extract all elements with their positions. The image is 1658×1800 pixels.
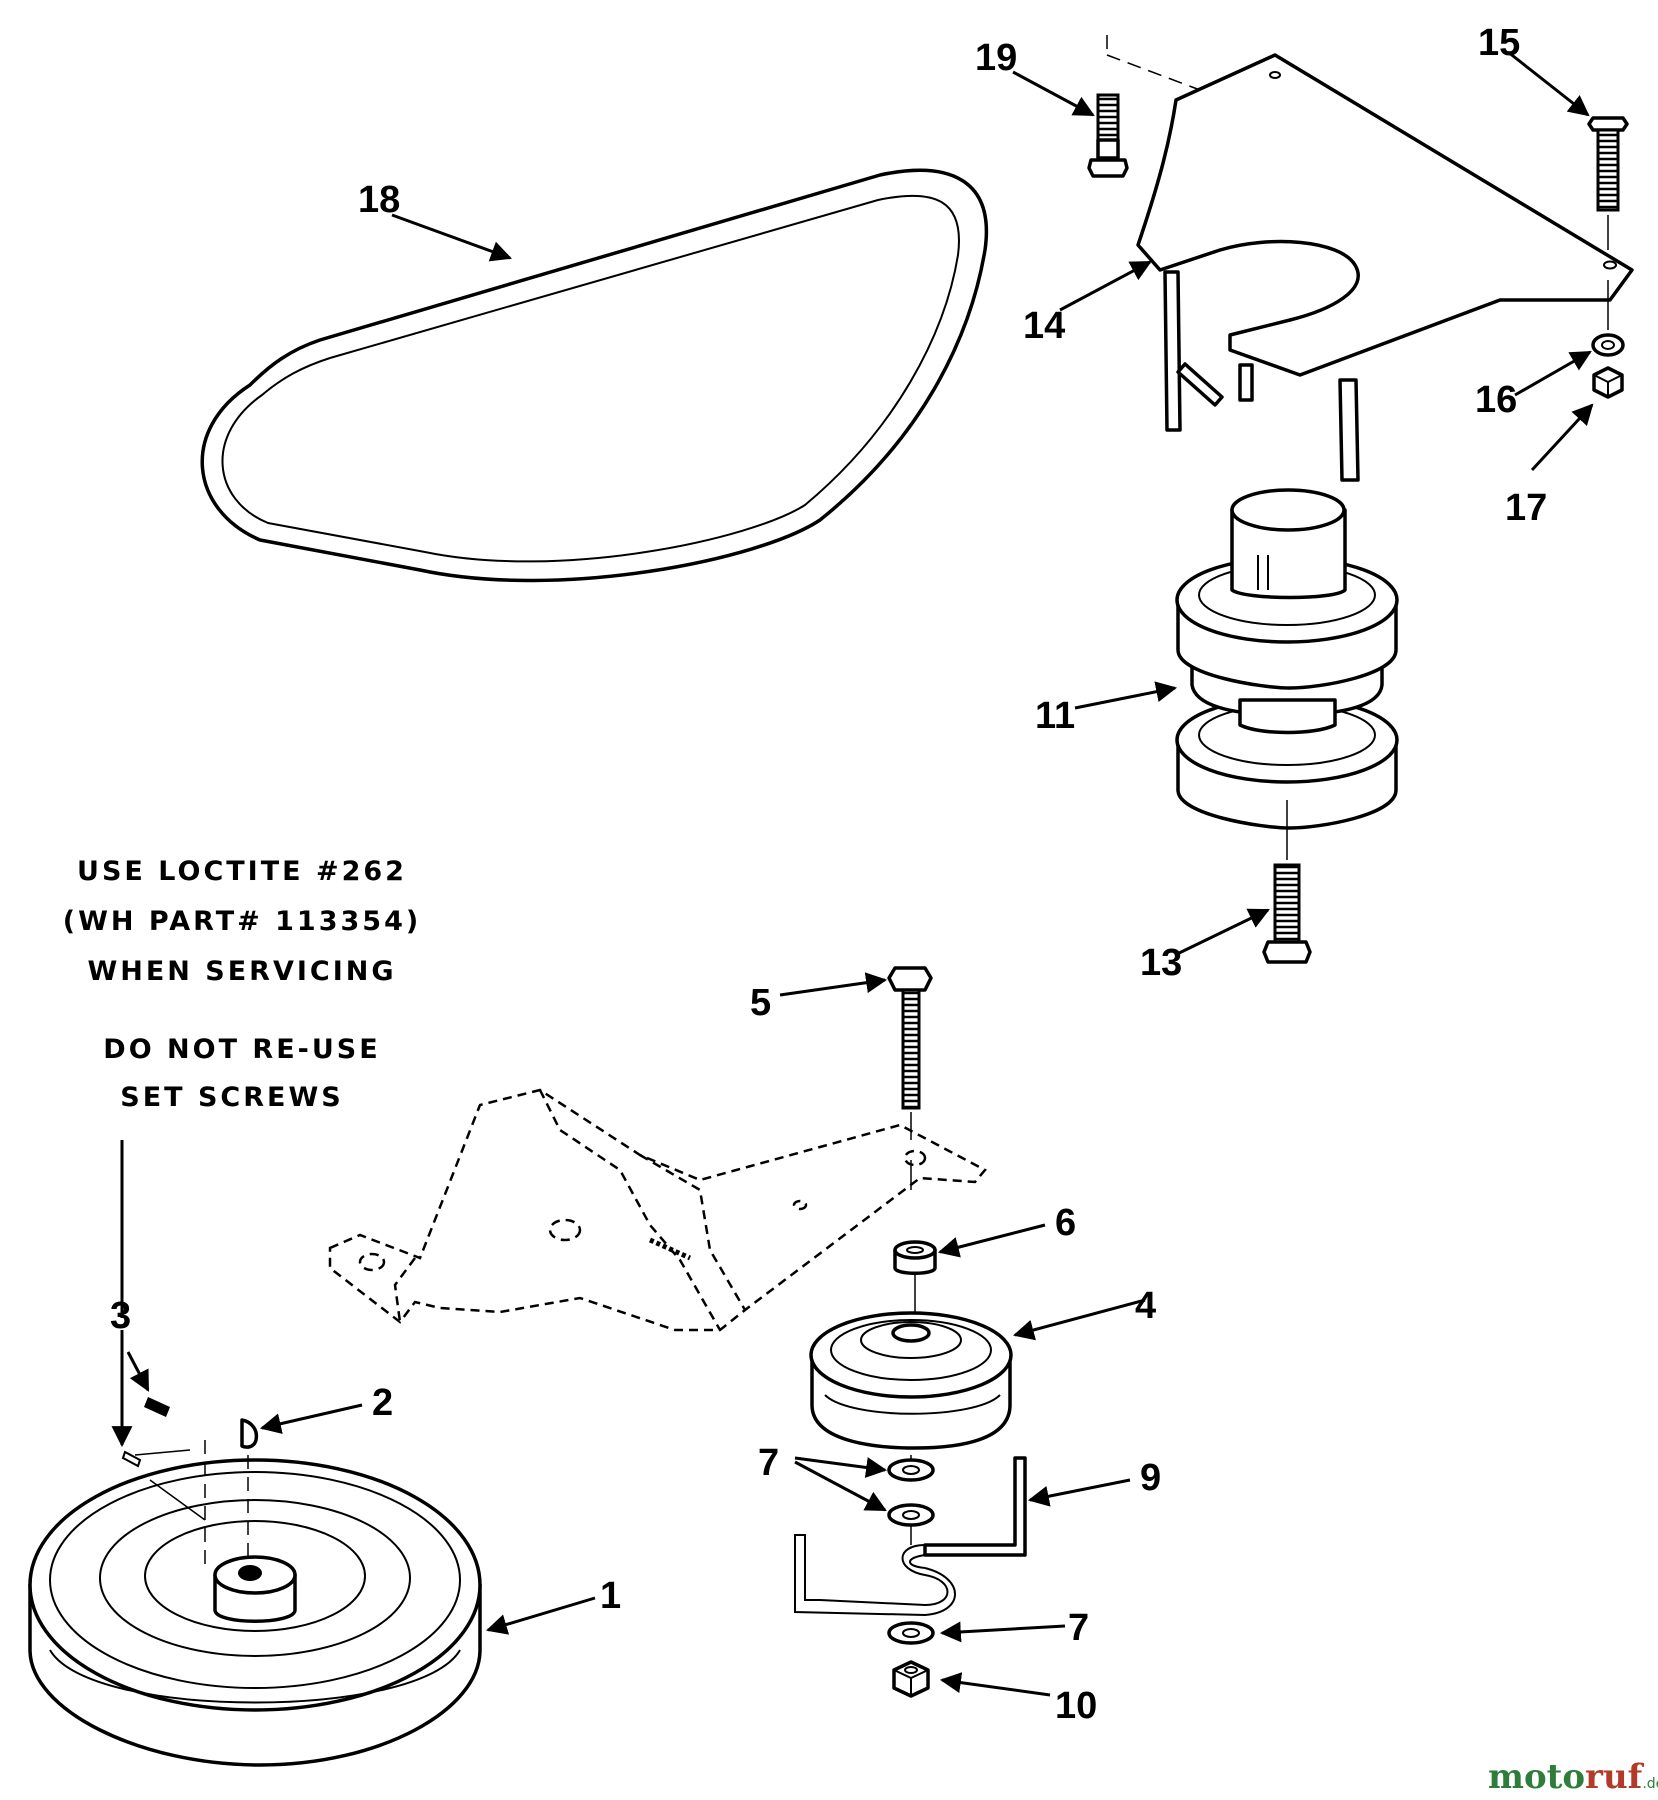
callout-19: 19 <box>975 37 1017 79</box>
bracket-bolt-right <box>1587 116 1629 330</box>
idler-bolt <box>887 966 933 1190</box>
flat-washer-lower <box>887 1621 935 1645</box>
callout-7-upper: 7 <box>758 1442 779 1484</box>
callout-6: 6 <box>1055 1202 1076 1244</box>
bracket-bolt-left <box>1087 93 1129 178</box>
callout-11: 11 <box>1035 695 1075 737</box>
watermark-part2: ruf <box>1585 1757 1645 1797</box>
hex-nut-upper <box>1592 366 1624 399</box>
pulley-bolt <box>1262 863 1312 964</box>
svg-text:motoruf.de: motoruf.de <box>1488 1757 1658 1797</box>
callout-4: 4 <box>1135 1285 1156 1327</box>
loctite-note-line3: WHEN SERVICING <box>87 956 396 987</box>
double-pulley <box>1175 488 1399 860</box>
flat-washer-upper <box>887 1458 935 1545</box>
idler-bracket <box>1106 35 1634 482</box>
watermark-part1: moto <box>1488 1757 1585 1797</box>
setscrew-note-line1: DO NOT RE-USE <box>103 1034 380 1065</box>
engine-pulley <box>28 1440 482 1767</box>
woodruff-key <box>240 1418 259 1449</box>
idler-pulley <box>809 1311 1013 1470</box>
lock-washer <box>1591 333 1625 357</box>
spacer-bushing <box>893 1240 937 1320</box>
callout-17: 17 <box>1505 487 1547 529</box>
callout-5: 5 <box>750 982 771 1024</box>
callout-1: 1 <box>600 1575 621 1617</box>
set-screws <box>121 1397 170 1468</box>
loctite-note-line2: (WH PART# 113354) <box>63 906 421 937</box>
callout-16: 16 <box>1475 379 1517 421</box>
site-watermark: motoruf.de <box>1488 1757 1658 1797</box>
idler-spring <box>794 1456 1027 1617</box>
callout-9: 9 <box>1140 1457 1161 1499</box>
drive-belt <box>200 168 989 583</box>
leader-arrows <box>111 50 1594 1697</box>
callout-3: 3 <box>110 1295 131 1337</box>
callout-18: 18 <box>358 179 400 221</box>
callout-10: 10 <box>1055 1685 1097 1727</box>
hex-nut-lower <box>892 1660 930 1698</box>
callout-labels: 18 19 15 14 16 17 11 13 5 6 4 7 9 7 10 1… <box>110 22 1547 1727</box>
callout-13: 13 <box>1140 942 1182 984</box>
callout-7-lower: 7 <box>1068 1607 1089 1649</box>
watermark-suffix: .de <box>1642 1776 1658 1792</box>
mounting-plate-phantom <box>328 1088 987 1332</box>
callout-15: 15 <box>1478 22 1520 64</box>
setscrew-note-line2: SET SCREWS <box>120 1082 343 1113</box>
loctite-note-line1: USE LOCTITE #262 <box>77 856 407 887</box>
callout-2: 2 <box>372 1382 393 1424</box>
callout-14: 14 <box>1023 305 1065 347</box>
service-notes: USE LOCTITE #262 (WH PART# 113354) WHEN … <box>63 856 421 1113</box>
